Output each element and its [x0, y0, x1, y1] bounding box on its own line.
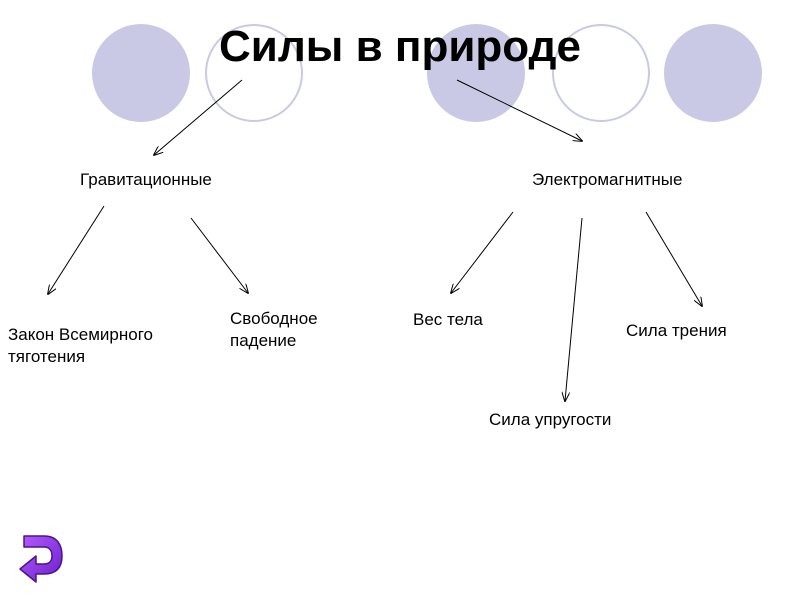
- node-electromagnetic: Электромагнитные: [532, 170, 683, 189]
- arrow-electromagnetic-to-friction-force: [645, 211, 702, 306]
- node-friction-force: Сила трения: [626, 321, 727, 340]
- node-free-fall: Свободное падение: [230, 309, 318, 350]
- decor-circle-1: [92, 24, 190, 122]
- node-gravitational: Гравитационные: [80, 170, 212, 189]
- node-body-weight: Вес тела: [413, 310, 483, 329]
- decor-circle-4: [552, 24, 650, 122]
- arrow-title-to-gravitational: [154, 79, 243, 155]
- decor-circle-5: [664, 24, 762, 122]
- slide-title: Силы в природе: [219, 22, 581, 71]
- arrow-gravitational-to-universal-gravitation: [48, 205, 105, 294]
- decor-circle-2: [205, 24, 303, 122]
- arrow-title-to-electromagnetic: [456, 79, 582, 141]
- arrow-electromagnetic-to-body-weight: [451, 211, 514, 293]
- node-universal-gravitation: Закон Всемирного тяготения: [8, 325, 153, 366]
- node-elastic-force: Сила упругости: [489, 410, 612, 429]
- arrow-gravitational-to-free-fall: [190, 217, 248, 293]
- u-turn-arrow-icon[interactable]: [18, 530, 66, 584]
- arrow-electromagnetic-to-elastic-force: [565, 217, 583, 401]
